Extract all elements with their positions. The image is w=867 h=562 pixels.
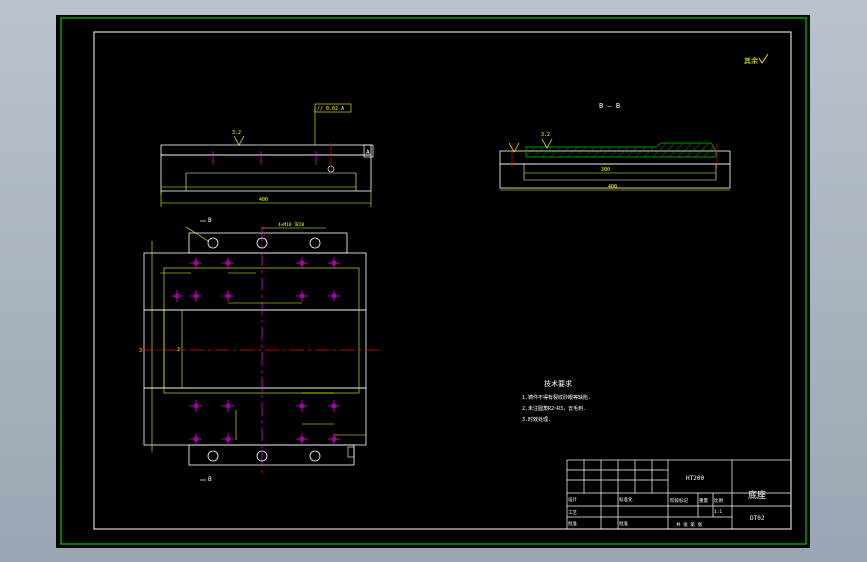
label-scale: 比例 xyxy=(714,497,723,504)
roughness-check-icon xyxy=(758,53,769,64)
drawing-canvas: 其余 A 3.2 // 0.02 A 400 B — B xyxy=(60,17,807,545)
roughness-icon xyxy=(508,142,520,153)
top-view-body xyxy=(160,154,372,192)
technical-requirements: 技术要求 1.铸件不得有裂纹砂眼等缺陷. 2.未注圆角R2~R3，去毛刺. 3.… xyxy=(522,379,591,423)
plan-hole-note: 4×M10 深20 xyxy=(278,221,304,228)
top-view-overall-dim: 400 xyxy=(259,197,268,203)
leader-line xyxy=(185,226,209,242)
drawing-border xyxy=(93,31,792,530)
label-design: 设计 xyxy=(568,496,577,503)
mounting-hole-icon xyxy=(309,237,321,249)
title-block-frame xyxy=(566,459,792,530)
plan-bottom-lug xyxy=(188,444,355,466)
plan-top-lug xyxy=(188,232,348,254)
mounting-hole-icon xyxy=(207,237,219,249)
section-marker-bottom: B xyxy=(208,476,212,483)
title-block[interactable] xyxy=(566,459,792,530)
section-roughness: 3.2 xyxy=(541,132,550,138)
label-approve-2: 批准 xyxy=(619,520,628,527)
section-label: B — B xyxy=(599,102,620,110)
threaded-holes-lower xyxy=(190,400,340,445)
mounting-hole-icon xyxy=(309,450,321,462)
plan-left-dim: 3 xyxy=(139,348,142,354)
tech-req-line: 2.未注圆角R2~R3，去毛刺. xyxy=(522,405,586,412)
section-inner-dim: 300 xyxy=(601,167,610,173)
roughness-icon xyxy=(541,138,553,149)
section-view[interactable]: B — B 3.2 300 400 xyxy=(499,102,731,191)
material-text: HT200 xyxy=(686,475,704,482)
mounting-hole-icon xyxy=(207,450,219,462)
part-name: 底座 xyxy=(748,489,766,501)
mounting-hole-icon xyxy=(256,237,268,249)
tech-req-title: 技术要求 xyxy=(544,379,572,388)
top-view[interactable]: A 3.2 // 0.02 A 400 xyxy=(160,103,374,207)
plan-view[interactable]: 3 3 xyxy=(139,217,379,483)
sheet-count: 共 张 第 张 xyxy=(676,521,703,528)
cad-viewport[interactable]: 其余 A 3.2 // 0.02 A 400 B — B xyxy=(56,15,810,548)
general-roughness-note: 其余 xyxy=(744,53,769,65)
label-stage: 阶段标记 xyxy=(670,497,688,504)
roughness-note-text: 其余 xyxy=(744,56,758,65)
datum-box xyxy=(347,446,355,458)
plan-inner-outline xyxy=(163,267,360,394)
section-hatch xyxy=(525,142,717,158)
tolerance-frame xyxy=(314,103,352,113)
section-marker-top: B xyxy=(208,217,212,224)
drawing-number: DT02 xyxy=(750,515,765,522)
top-view-datum: A xyxy=(366,149,370,156)
scale-value: 1:1 xyxy=(714,509,722,515)
tech-req-line: 1.铸件不得有裂纹砂眼等缺陷. xyxy=(522,394,591,401)
plan-lower-zone xyxy=(143,387,367,446)
mounting-hole-icon xyxy=(256,450,268,462)
title-block-text: HT200 底座 DT02 设计 标准化 工艺 批准 批准 阶段标记 重量 比例… xyxy=(568,475,766,528)
outer-frame xyxy=(60,17,807,545)
roughness-icon xyxy=(233,135,245,146)
section-overall-dim: 400 xyxy=(608,184,617,190)
label-approve: 批准 xyxy=(568,520,577,527)
label-weight: 重量 xyxy=(699,497,708,504)
top-view-plate xyxy=(160,144,372,156)
section-body xyxy=(499,163,731,189)
threaded-holes-upper xyxy=(171,257,340,302)
tech-req-line: 3.时效处理. xyxy=(522,416,551,423)
label-process: 工艺 xyxy=(568,510,577,516)
tolerance-text: // 0.02 A xyxy=(317,106,344,112)
hole-icon xyxy=(327,165,335,173)
label-standard: 标准化 xyxy=(619,496,633,503)
top-view-roughness: 3.2 xyxy=(232,130,241,136)
top-view-datum-box xyxy=(363,144,374,158)
